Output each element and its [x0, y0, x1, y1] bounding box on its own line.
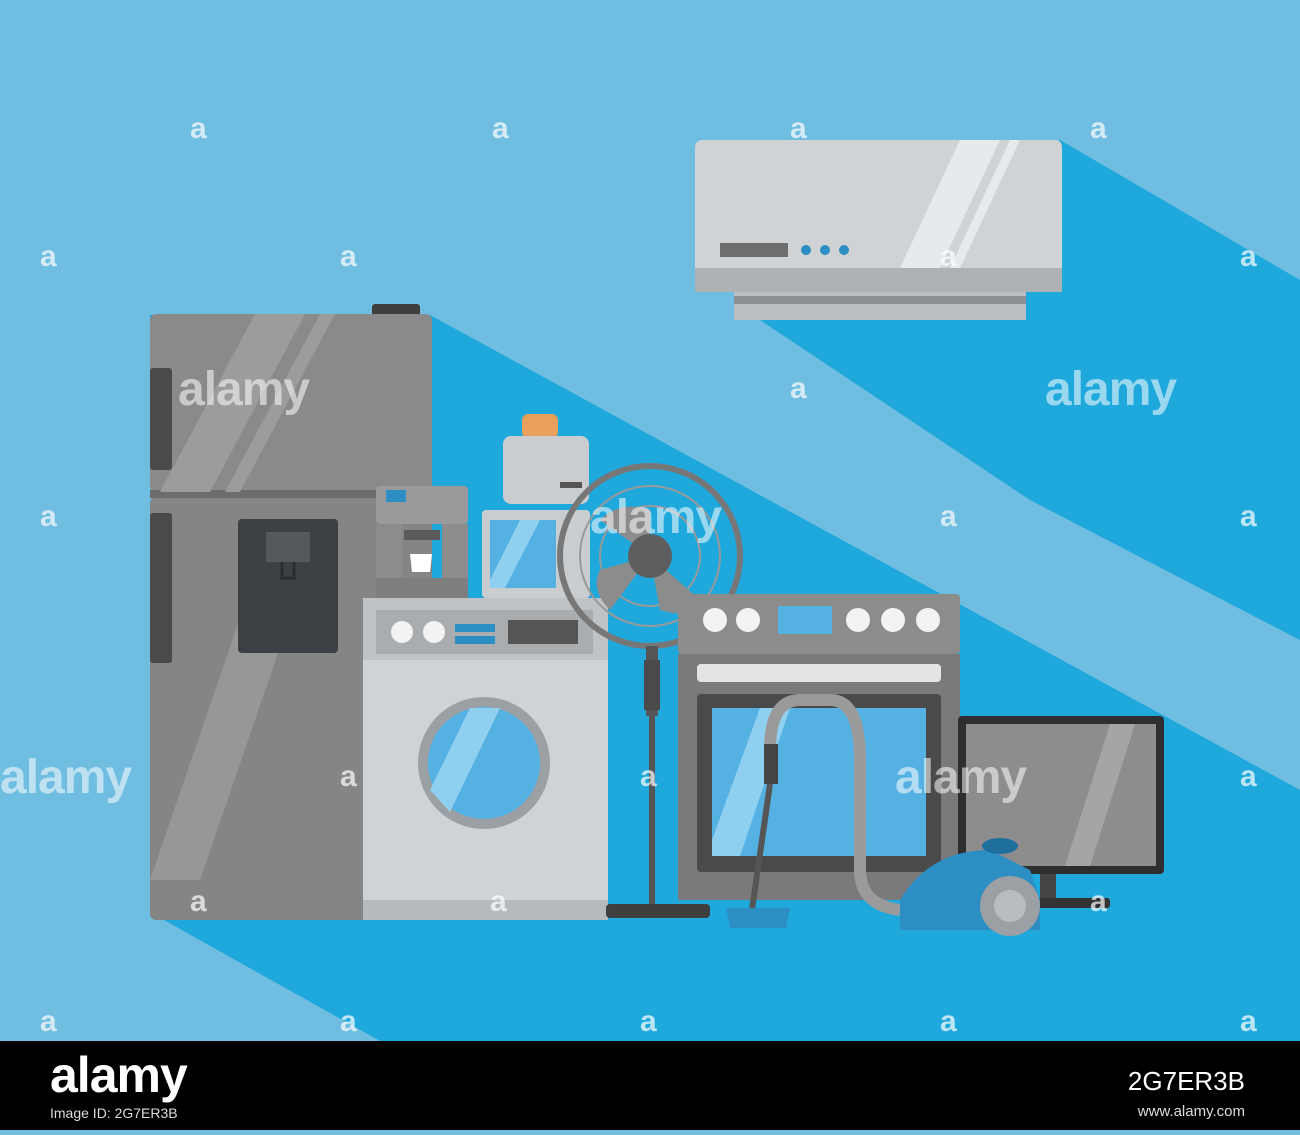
- television: [958, 716, 1164, 908]
- watermark-glyph: a: [40, 1005, 57, 1038]
- watermark-glyph: a: [1090, 112, 1107, 145]
- watermark-glyph: a: [340, 760, 357, 793]
- watermark: alamy: [590, 491, 722, 544]
- footer-caption: Image ID: 2G7ER3B: [50, 1105, 178, 1121]
- vacuum-cleaner: [726, 694, 1040, 936]
- watermark-glyph: a: [190, 112, 207, 145]
- footer-bar: [0, 1041, 1300, 1130]
- watermark-glyph: a: [1240, 1005, 1257, 1038]
- watermark-glyph: a: [490, 885, 507, 918]
- watermark-glyph: a: [190, 885, 207, 918]
- cup-icon: [410, 554, 432, 572]
- fan-hub-icon: [628, 534, 672, 578]
- microwave: [482, 510, 590, 598]
- watermark-glyph: a: [340, 240, 357, 273]
- footer-logo: alamy: [50, 1047, 188, 1103]
- watermark-glyph: a: [940, 1005, 957, 1038]
- watermark-glyph: a: [492, 112, 509, 145]
- toast-icon: [522, 414, 558, 438]
- fridge-handle-icon: [150, 368, 172, 470]
- watermark-glyph: a: [1090, 885, 1107, 918]
- ac-display: [720, 243, 788, 257]
- watermark-glyph: a: [340, 1005, 357, 1038]
- watermark: alamy: [1045, 363, 1177, 416]
- watermark-glyph: a: [1240, 500, 1257, 533]
- air-conditioner: [695, 140, 1062, 320]
- water-dispenser: [238, 519, 338, 653]
- footer-url[interactable]: www.alamy.com: [1137, 1103, 1245, 1120]
- footer-stock-id: 2G7ER3B: [1127, 1066, 1245, 1096]
- watermark: alamy: [895, 751, 1027, 804]
- watermark-glyph: a: [1240, 240, 1257, 273]
- watermark-glyph: a: [640, 760, 657, 793]
- watermark-glyph: a: [40, 240, 57, 273]
- watermark-glyph: a: [790, 372, 807, 405]
- watermark-glyph: a: [40, 500, 57, 533]
- oven-handle-icon: [697, 664, 941, 682]
- watermark-glyph: a: [940, 500, 957, 533]
- watermark-glyph: a: [640, 1005, 657, 1038]
- toaster: [503, 414, 589, 504]
- watermark-glyph: a: [790, 112, 807, 145]
- oven-stove: [678, 594, 960, 900]
- watermark-glyph: a: [940, 240, 957, 273]
- washing-machine: [363, 598, 608, 920]
- coffee-machine: [376, 486, 468, 600]
- refrigerator: [150, 304, 432, 920]
- watermark: alamy: [0, 751, 132, 804]
- watermark-glyph: a: [1240, 760, 1257, 793]
- watermark: alamy: [178, 363, 310, 416]
- dial-icon: [391, 621, 413, 643]
- ac-led-icon: [801, 245, 811, 255]
